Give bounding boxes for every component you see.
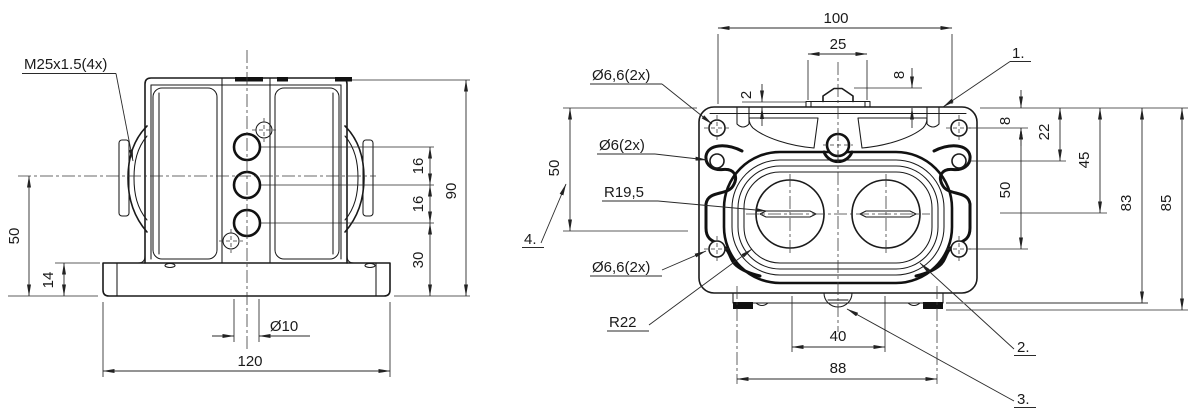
foot-left <box>733 302 753 309</box>
position-label-4: 4. <box>524 231 537 248</box>
top-slot-mark <box>335 77 352 82</box>
dim-base-height: 14 <box>40 272 57 289</box>
dim-left-height: 50 <box>546 160 563 177</box>
top-centerlines <box>746 62 930 332</box>
position-4-leader <box>540 183 567 244</box>
position-1-leader <box>942 61 1011 108</box>
front-view: M25x1.5(4x) 50 14 120 Ø10 16 16 <box>6 50 470 377</box>
dim-hole-dia: Ø10 <box>270 318 298 335</box>
right-gland-flange <box>362 139 374 217</box>
front-part-geometry <box>102 77 391 297</box>
position-label-3: 3. <box>1017 391 1030 408</box>
position-label-1: 1. <box>1012 45 1025 62</box>
base-screw-mark <box>364 262 376 269</box>
pilot-hole-left <box>709 153 725 169</box>
pilot-hole-right <box>951 153 967 169</box>
left-cover-panel <box>152 87 218 260</box>
mounting-base <box>102 262 391 297</box>
top-slot-mark <box>277 77 288 82</box>
foot-detail <box>755 302 921 307</box>
dim-slot-spacing: 40 <box>830 328 847 345</box>
callout-inner-radius: R19,5 <box>604 184 644 201</box>
pilot-hole-upper-crosshair <box>252 118 276 142</box>
callout-leader <box>657 200 768 212</box>
left-gland-boss-inner <box>133 135 148 221</box>
foot-right <box>923 302 943 309</box>
top-edge-slot-left <box>736 106 750 128</box>
position-3-leader <box>846 308 1015 402</box>
thread-callout-label: M25x1.5(4x) <box>24 56 107 73</box>
dim-overall-height: 90 <box>443 183 460 200</box>
right-cover-panel <box>274 87 340 260</box>
dim-edge-to-pilot: 22 <box>1036 124 1053 141</box>
left-gland-flange <box>118 139 130 217</box>
position-label-2: 2. <box>1017 339 1030 356</box>
front-dimensions: M25x1.5(4x) 50 14 120 Ø10 16 16 <box>6 56 470 377</box>
dim-tab-height: 8 <box>891 71 908 79</box>
callout-outer-radius: R22 <box>609 314 637 331</box>
callout-leader <box>648 248 753 326</box>
bore-vertical-centerlines <box>789 174 887 256</box>
dim-hole-spacing: 50 <box>997 182 1014 199</box>
dim-edge-to-center: 45 <box>1076 152 1093 169</box>
dim-center-height: 50 <box>6 228 23 245</box>
callout-pilot-holes: Ø6(2x) <box>599 137 645 154</box>
housing-side-inner-lines <box>150 84 342 260</box>
top-pocket-left <box>748 117 819 149</box>
base-fillets <box>137 255 355 264</box>
callout-corner-holes-top: Ø6,6(2x) <box>592 67 650 84</box>
dim-body-depth: 83 <box>1118 195 1135 212</box>
top-view: 100 25 2 8 1. Ø6,6(2x) Ø6(2x) <box>522 10 1188 408</box>
dim-base-width: 120 <box>237 353 262 370</box>
front-centerlines <box>18 50 376 352</box>
right-gland-boss <box>344 125 365 233</box>
callout-leader <box>654 153 708 161</box>
position-2-leader <box>919 262 1015 350</box>
base-end-lines <box>116 262 377 297</box>
dim-overall-depth: 85 <box>1158 195 1175 212</box>
dim-pitch-upper: 16 <box>410 158 427 175</box>
central-column-lines <box>221 77 271 264</box>
base-screw-mark <box>164 262 176 269</box>
callout-leader <box>661 83 713 125</box>
pilot-hole-lower-crosshair <box>219 229 243 253</box>
top-pocket-right <box>857 117 928 149</box>
lower-body-edge <box>732 292 944 304</box>
dim-bottom-offset: 30 <box>410 252 427 269</box>
top-dimensions: 100 25 2 8 1. Ø6,6(2x) Ø6(2x) <box>522 10 1188 408</box>
dim-edge-to-hole: 8 <box>997 117 1014 125</box>
callout-corner-holes-bottom: Ø6,6(2x) <box>592 259 650 276</box>
thread-callout-leader <box>115 73 134 162</box>
top-slot-mark <box>235 77 263 82</box>
dim-boss-width: 25 <box>830 36 847 53</box>
top-edge-slot-right <box>926 106 940 128</box>
callout-leader <box>661 250 707 271</box>
dim-foot-width: 88 <box>830 360 847 377</box>
left-gland-boss <box>127 125 148 233</box>
dim-boss-step: 2 <box>738 91 755 99</box>
dim-overall-width: 100 <box>823 10 848 27</box>
dim-pitch-lower: 16 <box>410 196 427 213</box>
